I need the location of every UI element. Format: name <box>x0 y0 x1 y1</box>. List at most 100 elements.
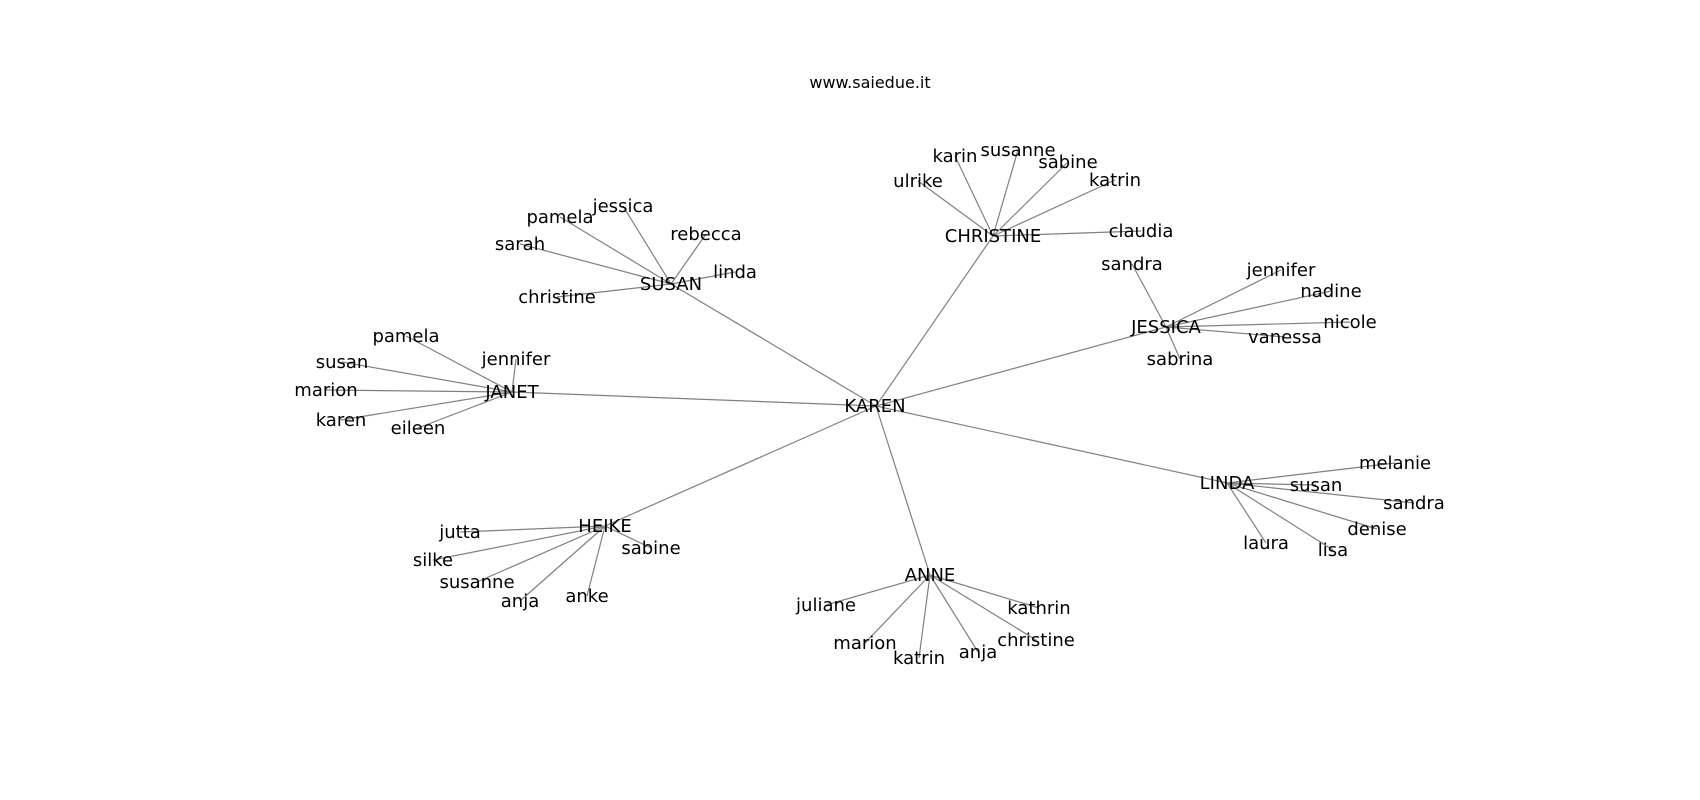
hub-node-label: HEIKE <box>578 516 631 537</box>
hub-node-label: SUSAN <box>640 274 702 295</box>
edge-jessica-sandra <box>1131 263 1167 328</box>
edge-anne-katrin <box>918 574 931 659</box>
leaf-node-label: jutta <box>438 522 481 543</box>
edge-susan-linda <box>670 271 736 285</box>
leaf-node-label: sabine <box>1038 152 1097 173</box>
edge-jessica-sabrina <box>1165 326 1181 360</box>
edge-heike-susanne <box>476 525 606 583</box>
leaf-node-label: susanne <box>439 572 514 593</box>
edge-jessica-nadine <box>1165 290 1332 328</box>
leaf-node-label: sarah <box>495 234 545 255</box>
edge-heike-anke <box>586 525 606 597</box>
leaf-node-label: sabine <box>621 538 680 559</box>
leaf-node-label: melanie <box>1359 453 1431 474</box>
leaf-node-label: jennifer <box>481 349 551 370</box>
edge-susan-christine <box>556 283 672 298</box>
edge-root-linda <box>875 405 1228 484</box>
leaf-node-label: laura <box>1243 533 1289 554</box>
edge-anne-marion <box>864 574 931 644</box>
leaf-node-label: ulrike <box>893 171 943 192</box>
edge-heike-jutta <box>459 525 606 533</box>
edge-susan-jessica <box>622 205 672 285</box>
edge-janet-pamela <box>405 335 513 393</box>
leaf-node-label: sabrina <box>1147 349 1214 370</box>
edge-susan-sarah <box>519 243 672 285</box>
leaf-node-label: rebecca <box>670 224 741 245</box>
edge-christine-ulrike <box>917 180 994 237</box>
edge-root-christine <box>875 235 994 407</box>
leaf-node-label: linda <box>713 262 757 283</box>
edge-christine-susanne <box>992 149 1019 237</box>
edge-susan-rebecca <box>670 233 707 285</box>
edge-heike-anja <box>519 525 606 602</box>
leaf-node-label: susan <box>316 352 369 373</box>
edge-root-jessica <box>875 326 1167 407</box>
edge-linda-melanie <box>1226 462 1396 484</box>
leaf-node-label: christine <box>518 287 596 308</box>
root-node-label: KAREN <box>844 396 905 417</box>
leaf-node-label: katrin <box>893 648 945 669</box>
edge-heike-sabine <box>604 525 652 549</box>
leaf-node-label: silke <box>413 550 453 571</box>
leaf-node-label: jennifer <box>1246 260 1316 281</box>
leaf-node-label: lisa <box>1318 540 1348 561</box>
leaf-node-label: pamela <box>526 207 593 228</box>
leaf-node-label: susan <box>1290 475 1343 496</box>
edge-janet-marion <box>325 389 513 393</box>
edge-heike-silke <box>432 525 606 561</box>
hub-node-label: LINDA <box>1200 473 1255 494</box>
leaf-node-label: katrin <box>1089 170 1141 191</box>
edge-linda-sandra <box>1226 482 1415 504</box>
edge-janet-susan <box>341 361 513 393</box>
leaf-node-label: jessica <box>592 196 654 217</box>
leaf-node-label: karin <box>933 146 978 167</box>
edge-janet-karen <box>340 391 513 421</box>
edge-anne-anja <box>929 574 979 653</box>
site-title: www.saiedue.it <box>809 73 930 92</box>
edge-root-susan <box>670 283 877 407</box>
edge-root-heike <box>604 405 877 527</box>
leaf-node-label: pamela <box>372 326 439 347</box>
edge-jessica-jennifer <box>1165 269 1282 328</box>
edge-christine-sabine <box>992 161 1069 237</box>
edge-christine-katrin <box>992 179 1116 237</box>
graph-edges <box>325 149 1415 659</box>
leaf-node-label: eileen <box>391 418 446 439</box>
hub-node-label: JANET <box>484 382 539 403</box>
hub-node-label: ANNE <box>905 565 956 586</box>
leaf-node-label: anke <box>565 586 608 607</box>
leaf-node-label: anja <box>501 591 539 612</box>
edge-root-janet <box>511 391 877 407</box>
edge-root-anne <box>875 405 931 576</box>
edge-janet-eileen <box>417 391 513 429</box>
edge-linda-laura <box>1226 482 1267 544</box>
edge-anne-juliane <box>825 574 931 606</box>
edge-jessica-vanessa <box>1165 326 1286 338</box>
leaf-node-label: karen <box>316 410 367 431</box>
leaf-node-label: vanessa <box>1248 327 1322 348</box>
edge-linda-denise <box>1226 482 1378 530</box>
leaf-node-label: nadine <box>1300 281 1361 302</box>
edge-christine-claudia <box>992 230 1142 237</box>
leaf-node-label: anja <box>959 642 997 663</box>
leaf-node-label: juliane <box>795 595 856 616</box>
edge-susan-pamela <box>559 216 672 285</box>
leaf-node-label: sandra <box>1101 254 1163 275</box>
edge-janet-jennifer <box>511 358 517 393</box>
leaf-node-label: marion <box>833 633 896 654</box>
edge-anne-christine <box>929 574 1037 641</box>
leaf-node-label: christine <box>997 630 1075 651</box>
edge-anne-kathrin <box>929 574 1040 609</box>
leaf-node-label: nicole <box>1323 312 1376 333</box>
leaf-node-label: marion <box>294 380 357 401</box>
edge-linda-lisa <box>1226 482 1334 551</box>
leaf-node-label: susanne <box>980 140 1055 161</box>
edge-linda-susan <box>1226 482 1317 486</box>
edge-jessica-nicole <box>1165 321 1351 328</box>
hub-node-label: JESSICA <box>1130 317 1201 338</box>
hub-node-label: CHRISTINE <box>945 226 1042 247</box>
leaf-node-label: kathrin <box>1007 598 1070 619</box>
leaf-node-label: sandra <box>1383 493 1445 514</box>
leaf-node-label: claudia <box>1109 221 1174 242</box>
